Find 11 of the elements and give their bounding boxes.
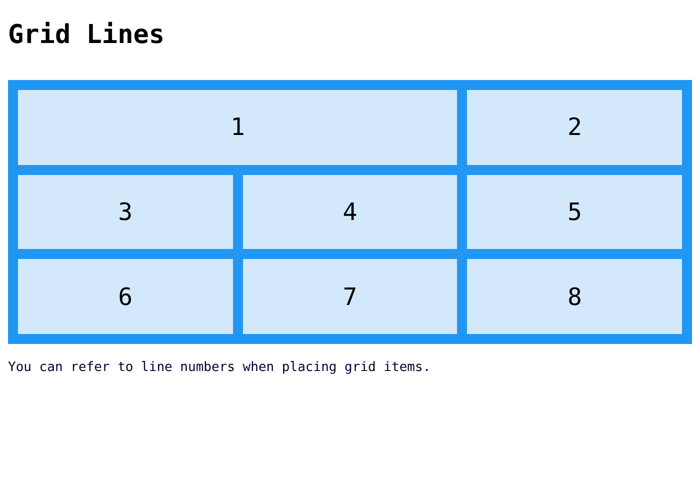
grid-item: 8 — [467, 259, 682, 334]
grid-item: 1 — [18, 90, 458, 165]
grid-item: 7 — [242, 259, 458, 334]
caption: You can refer to line numbers when placing grid items. — [8, 359, 431, 377]
grid-item: 5 — [467, 174, 682, 250]
grid-item: 2 — [467, 90, 682, 165]
grid-container — [8, 80, 692, 344]
grid-item: 3 — [18, 174, 233, 250]
grid-item: 4 — [242, 174, 458, 250]
grid-item: 6 — [18, 259, 233, 334]
title: Grid Lines — [8, 19, 165, 51]
